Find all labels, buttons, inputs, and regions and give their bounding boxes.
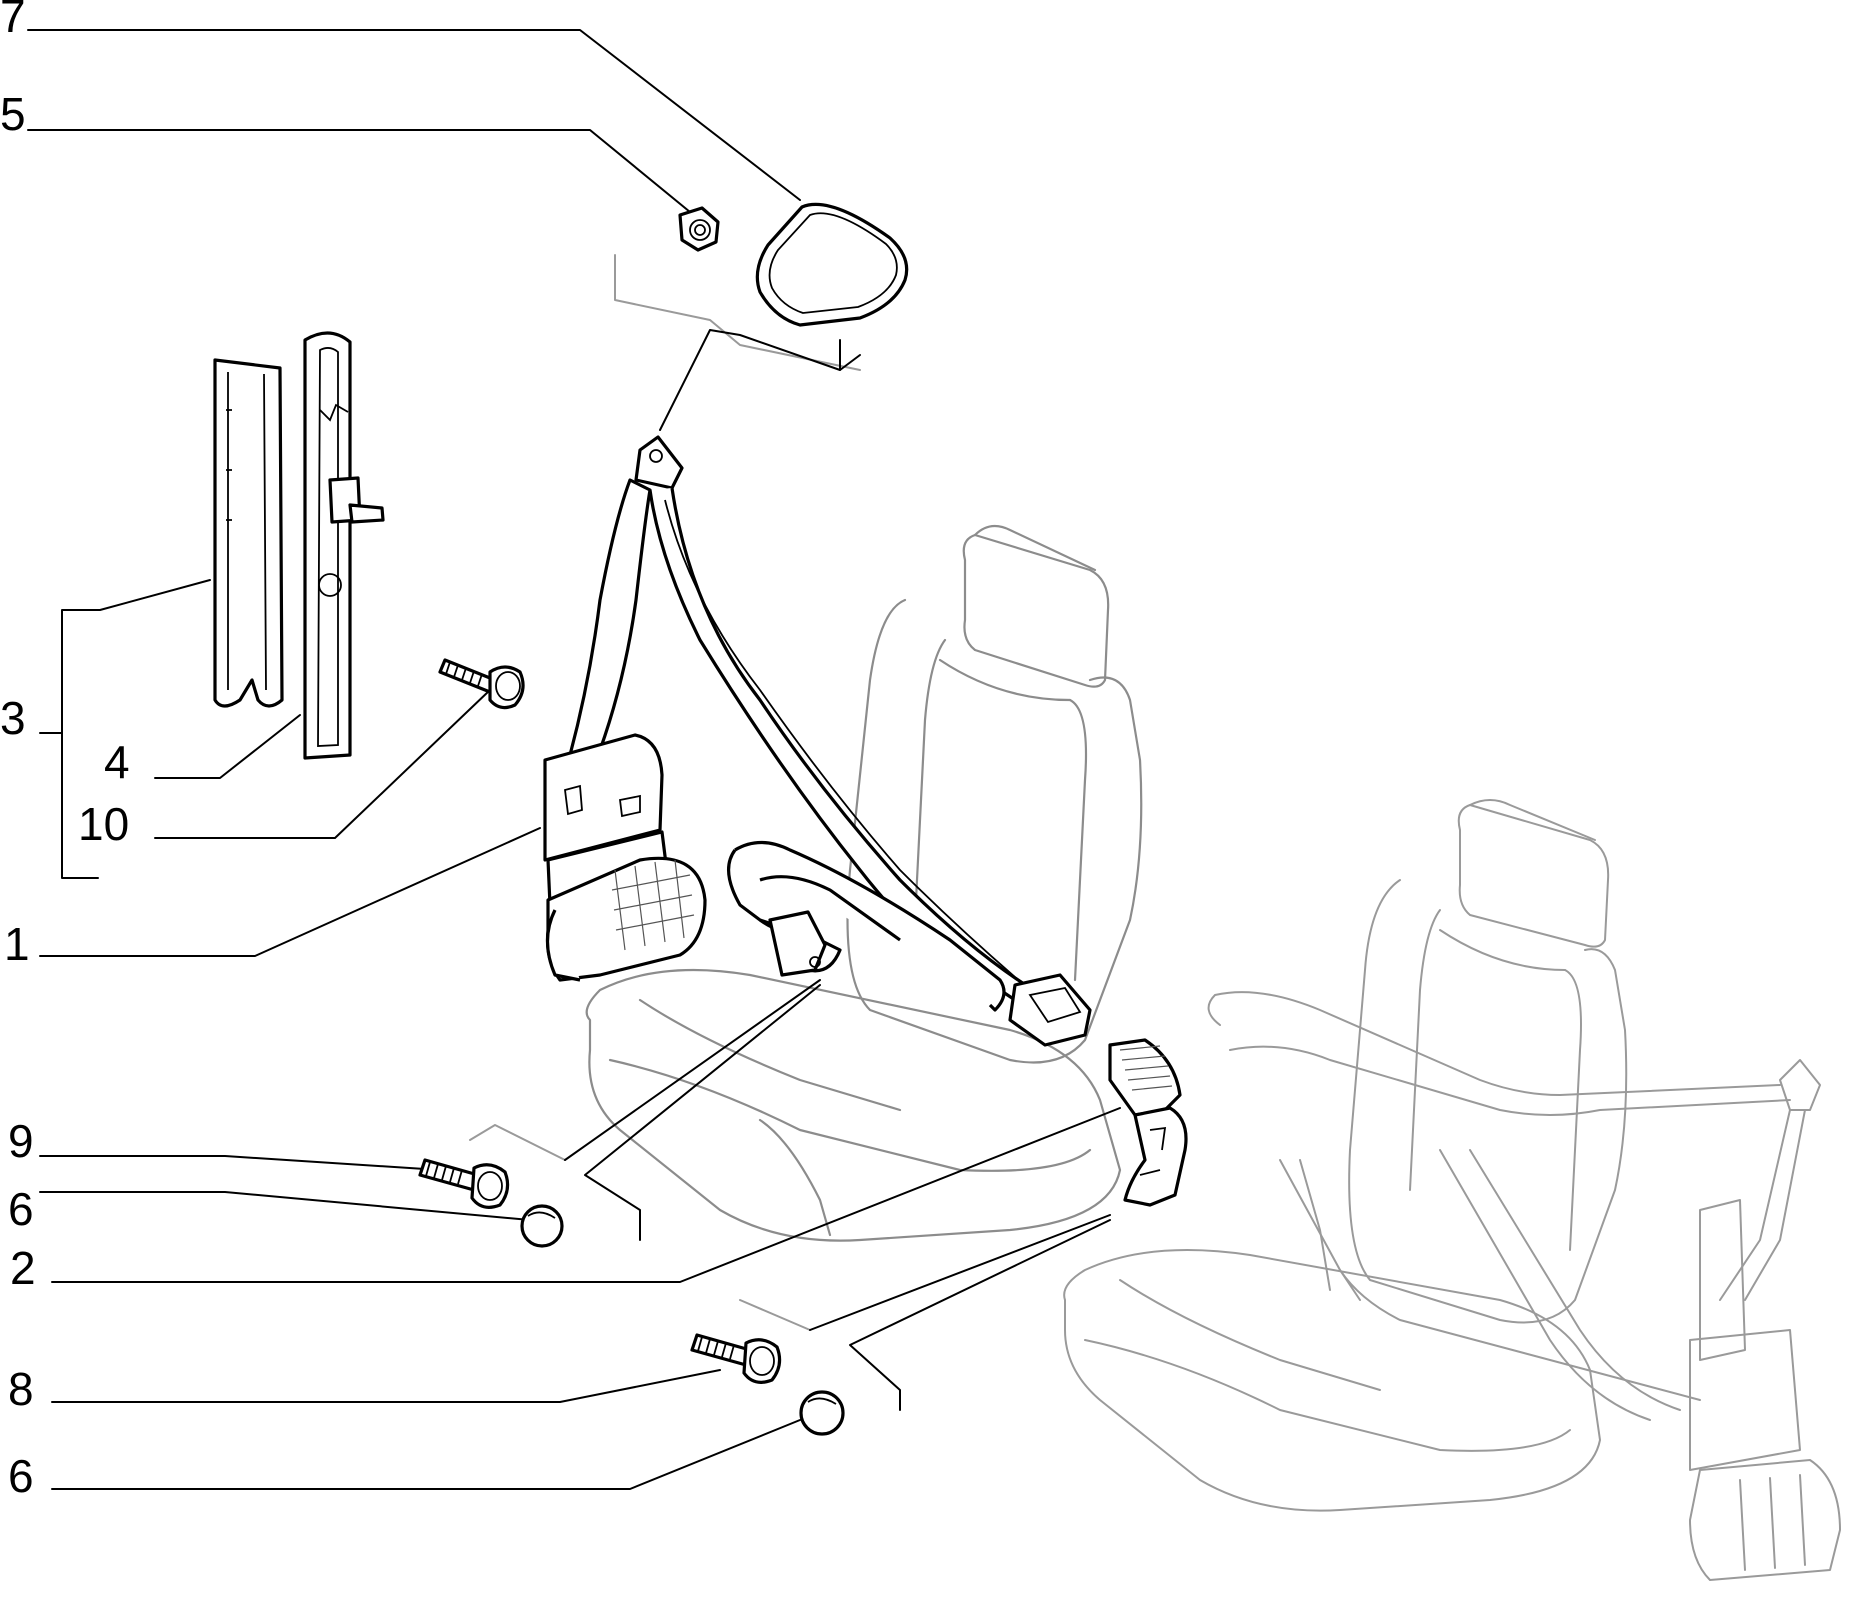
callout-1: 1: [4, 918, 30, 970]
callout-9: 9: [8, 1115, 34, 1167]
leader-4: [154, 714, 301, 779]
front-seat-outline: [585, 524, 1143, 1242]
leader-5: [27, 129, 691, 213]
bracket-3-bottom: [61, 732, 99, 879]
leader-9: [39, 1155, 441, 1171]
callout-6-lower: 6: [8, 1450, 34, 1502]
callout-8: 8: [8, 1363, 34, 1415]
leader-7: [27, 29, 801, 201]
callout-2: 2: [10, 1242, 36, 1294]
callout-3: 3: [0, 692, 26, 744]
part-7-trim-cover: [755, 202, 909, 327]
part-1-belt-retractor: [543, 435, 1092, 1047]
part-5-nut: [678, 206, 720, 252]
part-4-rail: [303, 331, 385, 760]
part-3-rail-cover: [213, 358, 284, 708]
leader-1: [39, 827, 541, 957]
leader-6a: [39, 1191, 531, 1221]
callout-7: 7: [0, 0, 26, 42]
leader-2: [51, 1107, 1121, 1283]
callout-10: 10: [78, 798, 129, 850]
leader-lines: [27, 29, 1121, 1490]
leader-10: [154, 689, 491, 839]
callout-labels: 7 5 3 4 10 1 9 6 2 8 6: [0, 0, 130, 1502]
callout-5: 5: [0, 88, 26, 140]
part-6-cap-upper: [520, 1204, 564, 1248]
part-9-bolt: [418, 1158, 510, 1209]
part-10-bolt: [438, 658, 525, 710]
part-6-cap-lower: [799, 1390, 845, 1436]
leader-8: [51, 1369, 721, 1403]
callout-6-upper: 6: [8, 1183, 34, 1235]
part-2-buckle: [1108, 1038, 1188, 1207]
leader-6b: [51, 1419, 801, 1490]
bracket-3: [39, 579, 211, 734]
callout-4: 4: [104, 736, 130, 788]
rear-seat-outline: [1063, 799, 1841, 1581]
part-8-bolt: [690, 1333, 782, 1384]
